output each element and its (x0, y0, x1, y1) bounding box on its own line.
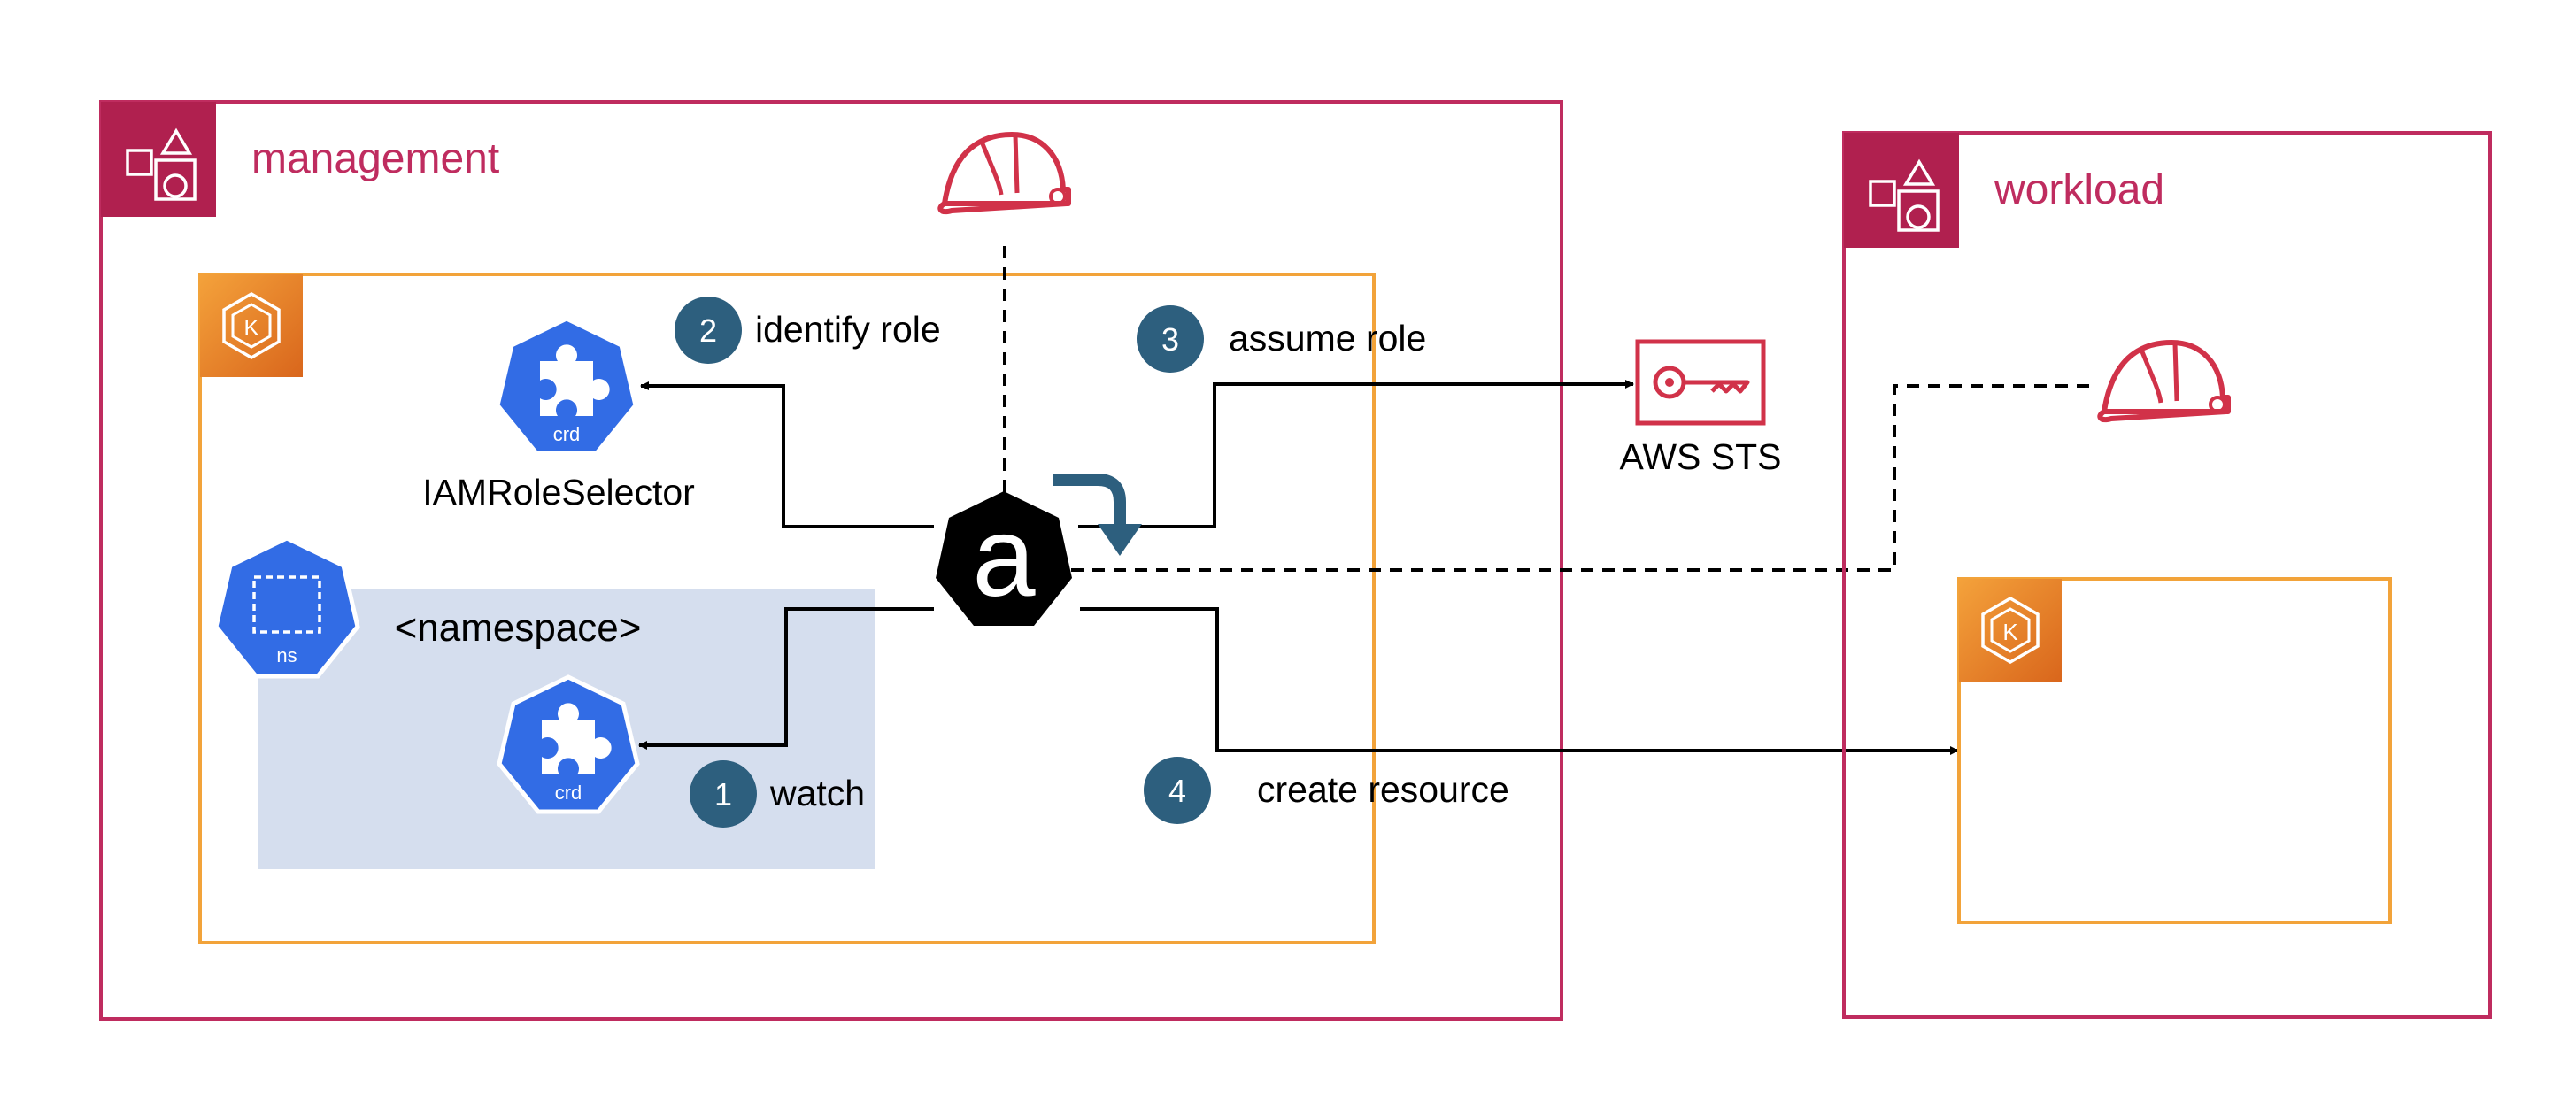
arrow-watch (638, 607, 934, 750)
step-2-number: 2 (699, 312, 717, 349)
ack-controller-icon: a (936, 491, 1072, 626)
crd-label: crd (555, 782, 582, 804)
step-1-number: 1 (714, 776, 732, 813)
workload-cluster: K (1957, 577, 2392, 924)
eks-cluster-icon: K (1959, 579, 2062, 682)
arrow-identify-role (640, 381, 934, 528)
step-2-label: identify role (755, 309, 941, 350)
iam-role-helmet-icon (2097, 340, 2231, 422)
ack-logo-letter: a (972, 494, 1036, 620)
arrow-assume-role (1078, 380, 1634, 528)
step-4-number: 4 (1168, 773, 1186, 809)
arrow-create-resource (1080, 607, 1959, 755)
step-3: 3 assume role (1137, 305, 1426, 373)
workload-label: workload (1994, 166, 2164, 213)
step-2: 2 identify role (675, 297, 941, 364)
namespace-icon: ns (213, 535, 360, 679)
step-3-label: assume role (1229, 318, 1426, 358)
management-cluster: K (198, 273, 1376, 944)
step-1: 1 watch (690, 760, 865, 828)
eks-k-label: K (243, 314, 259, 341)
management-account: management (99, 100, 1563, 1021)
step-1-label: watch (769, 773, 865, 813)
assume-role-trust-lines (1003, 246, 2098, 572)
workload-account: workload (1842, 131, 2492, 1019)
reconcile-arrow-icon (1053, 474, 1142, 556)
eks-cluster-icon: K (200, 274, 303, 377)
ns-label: ns (276, 644, 297, 666)
management-label: management (251, 135, 499, 182)
crd-icon: crd (497, 674, 640, 814)
crd-label: crd (553, 423, 581, 445)
step-3-number: 3 (1161, 321, 1179, 358)
eks-k-label: K (2002, 619, 2018, 645)
step-4-label: create resource (1257, 769, 1509, 810)
account-group-icon (1844, 133, 1959, 248)
account-group-icon (101, 102, 216, 217)
iam-role-helmet-icon (937, 132, 1071, 214)
sts-key-icon (1635, 339, 1766, 426)
crd-icon: crd (495, 316, 638, 456)
iam-role-selector-label: IAMRoleSelector (422, 472, 695, 512)
namespace-label: <namespace> (395, 606, 642, 650)
step-4: 4 create resource (1144, 757, 1509, 824)
flow-arrows (638, 380, 1959, 755)
aws-sts-label: AWS STS (1620, 436, 1782, 477)
